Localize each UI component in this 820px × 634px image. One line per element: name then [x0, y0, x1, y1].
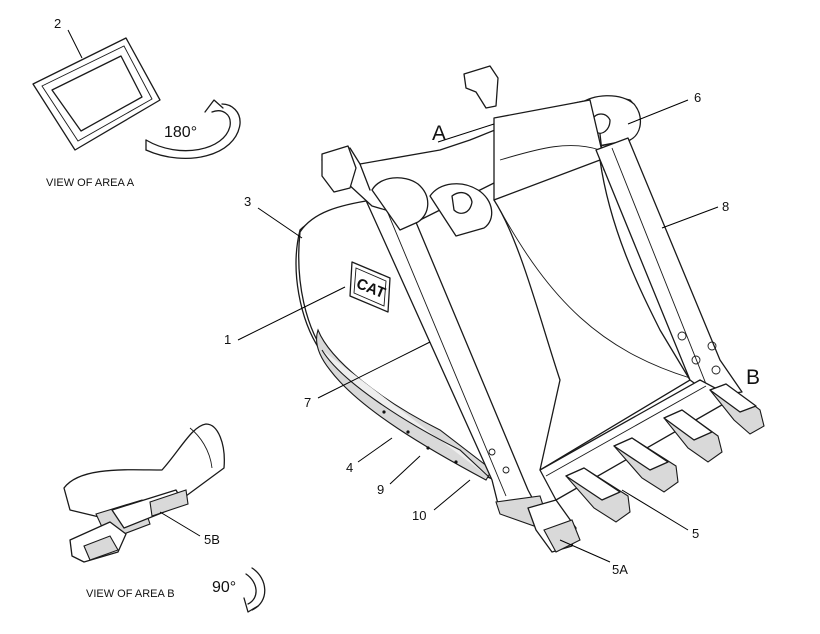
callout-4: 4 [346, 460, 353, 475]
bucket-body [295, 65, 743, 521]
rotation-180-label: 180° [164, 124, 197, 141]
rotation-90-label: 90° [212, 579, 236, 596]
rotate-180-arrow [145, 99, 241, 160]
cat-logo-plate: CAT [349, 261, 391, 313]
view-area-a-plate [32, 37, 161, 151]
view-area-a-caption: VIEW OF AREA A [46, 177, 135, 189]
view-area-b-detail [63, 423, 225, 563]
callout-10: 10 [412, 508, 426, 523]
rotate-90-arrow [243, 567, 266, 613]
callout-6: 6 [694, 90, 701, 105]
callout-5b: 5B [204, 532, 220, 547]
area-b-label: B [746, 366, 760, 389]
callout-5: 5 [692, 526, 699, 541]
callout-1: 1 [224, 332, 231, 347]
area-a-label: A [432, 122, 446, 145]
callout-8: 8 [722, 199, 729, 214]
leader-lines [67, 29, 719, 563]
view-area-b-caption: VIEW OF AREA B [86, 588, 175, 600]
bucket-teeth [495, 383, 765, 553]
callout-3: 3 [244, 194, 251, 209]
callout-9: 9 [377, 482, 384, 497]
callout-2: 2 [54, 16, 61, 31]
callout-5a: 5A [612, 562, 628, 577]
callout-7: 7 [304, 395, 311, 410]
